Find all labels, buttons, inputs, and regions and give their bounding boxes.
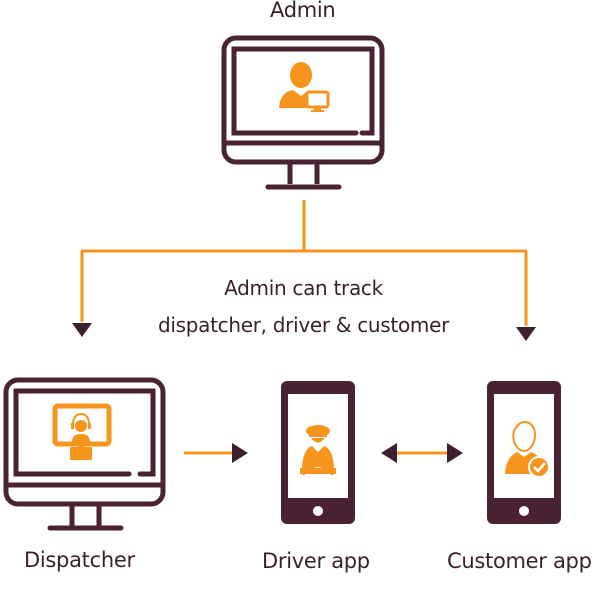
dispatcher-monitor-bezel — [3, 377, 166, 507]
driver-label: Driver app — [262, 549, 370, 573]
driver-phone-home-button — [313, 506, 323, 516]
admin-label: Admin — [270, 0, 336, 22]
driver-phone-screen — [288, 394, 348, 498]
dispatcher-headset-icon — [52, 403, 112, 460]
arrowhead-to-dispatcher — [72, 323, 92, 337]
customer-phone-screen — [494, 394, 554, 498]
admin-monitor-bezel — [221, 35, 385, 165]
driver-phone — [281, 381, 355, 524]
customer-phone — [487, 381, 561, 524]
dispatcher-label: Dispatcher — [24, 548, 135, 572]
dispatcher-monitor — [3, 377, 166, 531]
admin-monitor-screen — [231, 46, 375, 136]
admin-monitor — [221, 35, 385, 190]
customer-check-icon — [505, 420, 550, 478]
dispatcher-to-driver-arrow — [184, 443, 248, 463]
caption-line-2: dispatcher, driver & customer — [157, 313, 449, 337]
arrowhead-to-customer — [516, 327, 536, 341]
admin-connector-tree — [72, 200, 536, 341]
customer-phone-home-button — [519, 506, 529, 516]
caption-line-1: Admin can track — [224, 276, 383, 300]
driver-customer-bidirectional-arrow — [381, 443, 463, 463]
driver-steering-wheel-icon — [300, 425, 336, 476]
admin-user-monitor-icon — [279, 62, 330, 112]
customer-label: Customer app — [447, 549, 592, 573]
dispatcher-monitor-screen — [13, 388, 156, 477]
